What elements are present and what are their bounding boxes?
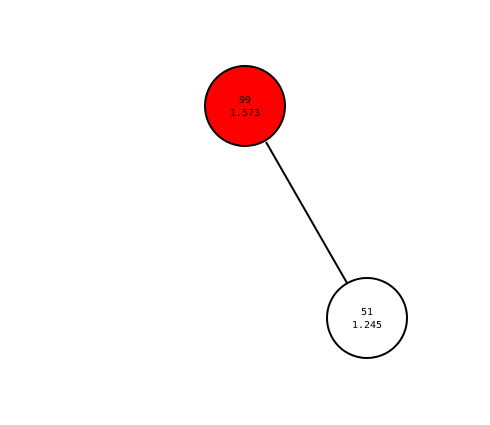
node-value: 51: [361, 307, 373, 318]
node-circle: [204, 65, 286, 147]
node-value: 99: [239, 95, 251, 106]
node-weight: 1.573: [230, 108, 260, 119]
tree-edge: [265, 141, 348, 284]
tree-node-root: 99 1.573: [204, 65, 286, 147]
node-circle: [326, 277, 408, 359]
node-weight: 1.245: [352, 320, 382, 331]
tree-node-child: 51 1.245: [326, 277, 408, 359]
